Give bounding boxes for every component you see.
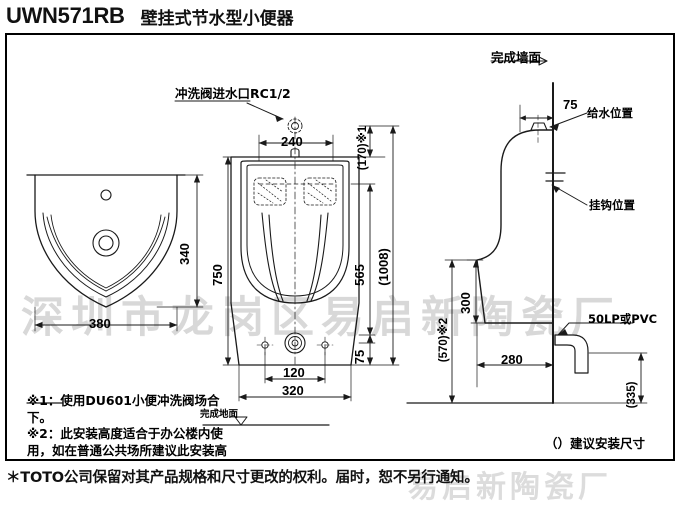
label-water-supply-position: 给水位置	[587, 106, 633, 120]
label-finished-floor: 完成地面	[200, 409, 239, 420]
dim-bowl-height: 565	[352, 264, 367, 286]
dim-spread-width: 240	[281, 134, 303, 149]
dim-drain-offset: 75	[352, 349, 367, 365]
product-name: 壁挂式节水型小便器	[140, 8, 294, 29]
top-view-geometry	[26, 174, 204, 332]
dim-body-height: 750	[210, 264, 225, 286]
dim-top-width: 380	[89, 316, 111, 331]
dim-drain-height: (335)	[626, 381, 638, 409]
dim-lip-height: 300	[458, 292, 473, 314]
drawing-frame: 深圳市龙岗区易启新陶瓷厂	[5, 33, 675, 461]
dim-inlet-height: (170)※1	[357, 125, 369, 171]
note-2: ※2：此安装高度适合于办公楼内使用，如在普通公共场所建议此安装高度为530mm。	[27, 426, 228, 458]
dim-supply-offset: 75	[563, 97, 578, 112]
technical-drawing-svg	[26, 56, 648, 426]
notes-block: ※1：使用DU601小便冲洗阀场合下。 ※2：此安装高度适合于办公楼内使用，如在…	[27, 393, 239, 459]
label-finished-wall: 完成墙面	[491, 50, 542, 65]
label-inlet-callout: 冲洗阀进水口RC1/2	[175, 86, 291, 101]
footer-disclaimer: ＊TOTO公司保留对其产品规格和尺寸更改的权利。届时，恕不另行通知。	[6, 470, 479, 486]
title-bar: UWN571RB 壁挂式节水型小便器	[6, 2, 666, 30]
note-1: ※1：使用DU601小便冲洗阀场合下。	[27, 393, 220, 425]
dim-bolt-spacing: 120	[283, 365, 305, 380]
label-pipe-spec: 50LP或PVC	[588, 312, 658, 326]
dim-install-height: (570)※2	[438, 317, 450, 363]
front-view-geometry	[174, 100, 400, 426]
dim-total-height: (1008)	[376, 248, 391, 286]
dim-base-width: 320	[282, 383, 304, 398]
model-code: UWN571RB	[6, 3, 125, 28]
label-hook-position: 挂钩位置	[589, 198, 635, 212]
side-view-geometry	[26, 56, 648, 404]
label-bracket-note: （）建议安装尺寸	[545, 436, 646, 451]
dim-top-depth: 340	[177, 243, 192, 265]
dim-projection: 280	[501, 352, 523, 367]
